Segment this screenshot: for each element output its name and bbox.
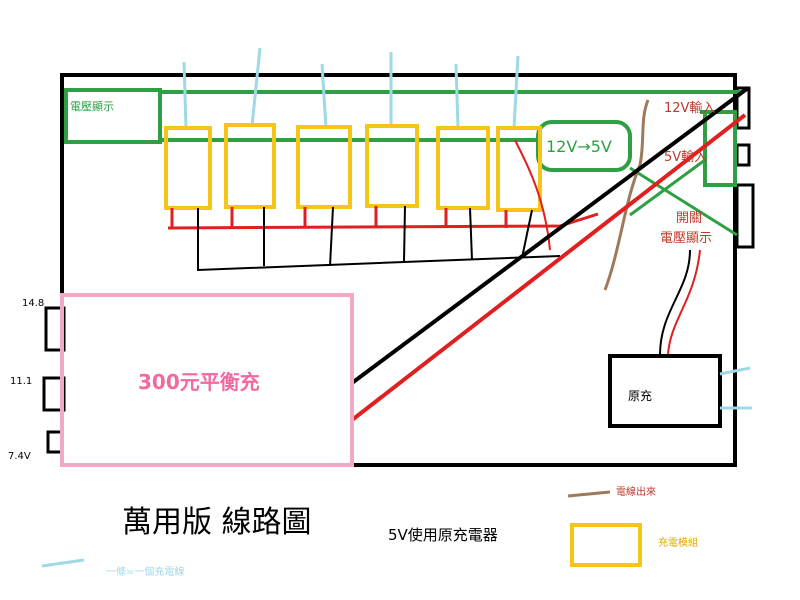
black-wire-original [659,249,691,356]
diagram-title: 萬用版 線路圖 [122,505,312,540]
legend-cable-label: 一條=一個充電線 [106,565,184,578]
black-wire-drop-3 [329,206,334,267]
legend-module-label: 充電模組 [658,536,698,549]
voltage-display-box [64,88,162,144]
charging-module-2 [224,123,276,209]
black-wires [197,205,561,272]
legend-cable-icon [41,558,85,568]
red-diagonal-wire [350,113,747,422]
charging-modules [164,123,542,212]
enclosure-frame [60,73,737,467]
voltage-display-label: 電壓顯示 [70,100,114,113]
black-wire-drop-6 [521,209,533,259]
input-5v-label: 5V輸入 [664,150,707,165]
port-11-1-label: 11.1 [10,376,32,387]
original-charger-box [608,354,722,428]
black-diagonal-wire [350,86,750,385]
connector-5v-right [735,143,751,167]
green-wire-cross [629,158,706,217]
legend-wire-label: 電線出來 [616,485,656,498]
balance-charger-label: 300元平衡充 [138,370,260,394]
charging-module-3 [296,125,352,209]
legend-module-icon [570,523,642,567]
port-7-4-label: 7.4V [8,451,31,462]
charging-cable-1 [182,61,188,129]
connector-switch-right [735,183,755,249]
red-wire-original [667,249,701,356]
charging-cable-5 [454,63,460,129]
converter-label: 12V→5V [546,137,612,156]
black-wire-drop-5 [469,207,473,261]
black-wire-bus [197,208,561,272]
charging-module-6 [496,126,542,212]
original-charger-label: 原充 [628,388,652,403]
charging-cable-3 [320,63,328,129]
balance-charger-box [60,293,354,467]
green-wire-switch [629,166,738,237]
red-squiggle [514,139,551,251]
charging-module-5 [436,126,490,210]
note-5v: 5V使用原充電器 [388,526,498,544]
charging-module-1 [164,126,212,210]
port-14-8-label: 14.8 [22,298,44,309]
charging-cable-2 [250,47,262,127]
charging-module-4 [365,124,419,208]
cyan-cables [182,47,520,129]
switch-display-label: 電壓顯示 [660,231,712,246]
port-7-4-box [46,430,64,454]
black-wire-drop-4 [403,205,406,263]
charging-cable-6 [512,55,520,129]
input-12v-label: 12V輸入 [664,101,715,116]
switch-label: 開關 [676,211,702,226]
original-charger-cable-1 [719,366,751,376]
green-input-loop [700,110,737,187]
legend-brown-line [567,490,611,498]
